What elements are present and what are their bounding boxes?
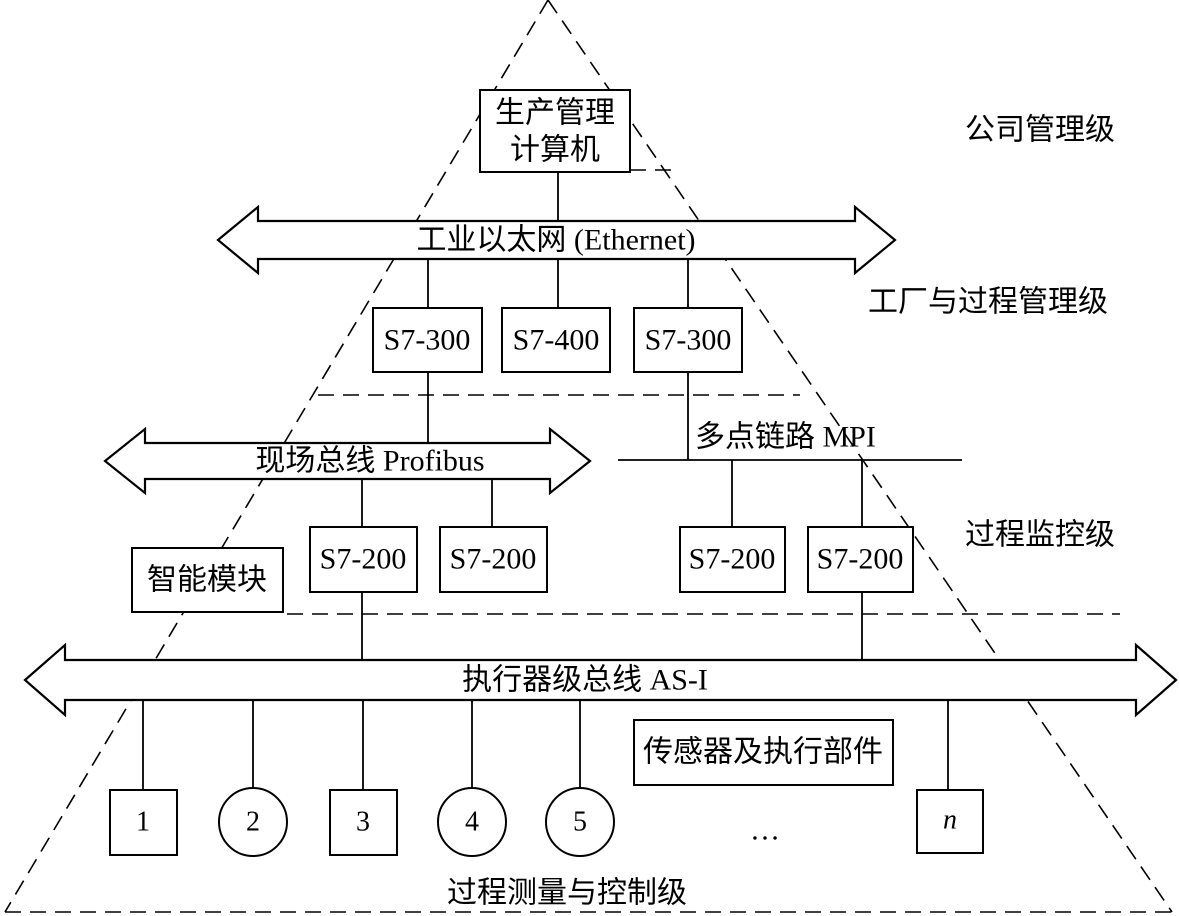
plant-controller-label: S7-300 (645, 324, 732, 357)
device-circle (218, 787, 288, 857)
supervisory-controller-label: S7-200 (450, 543, 537, 576)
asi-bus-arrow (23, 642, 1178, 718)
device-square (916, 789, 984, 854)
supervisory-controller-label: S7-200 (689, 543, 776, 576)
sensors-actuators-frame (633, 719, 894, 786)
sensors-actuators-label: 传感器及执行部件 (643, 736, 883, 769)
device-label: 5 (573, 807, 587, 838)
plant-controller-s7-300-b: S7-300 (633, 307, 743, 373)
profibus-bus: 现场总线 Profibus (103, 426, 592, 496)
sensors-actuators-box: 传感器及执行部件 (633, 719, 894, 786)
ethernet-bus-label: 工业以太网 (Ethernet) (416, 224, 695, 257)
profibus-bus-label: 现场总线 Profibus (255, 445, 484, 478)
asi-bus: 执行器级总线 AS-I (23, 642, 1178, 718)
mpi-controller-s7-200-c: S7-200 (679, 526, 786, 593)
mpi-bus-label: 多点链路 MPI (695, 421, 876, 454)
plant-controller-frame (633, 307, 743, 373)
plant-controller-s7-300-a: S7-300 (372, 307, 483, 373)
field-device-n: n (916, 789, 984, 854)
supervisory-controller-frame (309, 526, 418, 593)
device-ellipsis: … (750, 814, 780, 847)
plant-controller-label: S7-400 (513, 324, 600, 357)
smart-module-frame (131, 547, 284, 613)
management-computer-label-line2: 计算机 (510, 134, 600, 167)
supervisory-controller-frame (807, 526, 914, 593)
profibus-controller-s7-200-a: S7-200 (309, 526, 418, 593)
field-device-5: 5 (545, 787, 615, 857)
plant-controller-label: S7-300 (384, 324, 471, 357)
management-computer-label-line1: 生产管理 (495, 97, 615, 130)
level-label-supervisory: 过程监控级 (965, 519, 1115, 552)
ethernet-bus: 工业以太网 (Ethernet) (216, 204, 897, 276)
ethernet-bus-arrow (216, 204, 897, 276)
device-square (109, 789, 178, 856)
supervisory-controller-label: S7-200 (817, 543, 904, 576)
level-label-field: 过程测量与控制级 (447, 877, 687, 910)
field-device-1: 1 (109, 789, 178, 856)
mpi-controller-s7-200-d: S7-200 (807, 526, 914, 593)
field-device-3: 3 (329, 789, 398, 856)
device-square (329, 789, 398, 856)
profibus-bus-arrow (103, 426, 592, 496)
supervisory-controller-frame (679, 526, 786, 593)
device-circle (437, 787, 507, 857)
field-devices: 1 2 3 4 5 … n (109, 787, 984, 857)
smart-module-box: 智能模块 (131, 547, 284, 613)
device-label: n (943, 805, 957, 836)
asi-bus-label: 执行器级总线 AS-I (462, 664, 708, 697)
field-device-4: 4 (437, 787, 507, 857)
profibus-controller-s7-200-b: S7-200 (439, 526, 548, 593)
level-label-plant-process: 工厂与过程管理级 (868, 286, 1108, 319)
management-computer-frame (479, 89, 631, 173)
plant-controller-s7-400: S7-400 (501, 307, 611, 373)
device-label: 2 (246, 807, 260, 838)
connector-lines (142, 172, 962, 790)
plant-controller-frame (372, 307, 483, 373)
pyramid-right-edge (547, 0, 1173, 913)
device-label: 4 (465, 807, 479, 838)
smart-module-label: 智能模块 (147, 564, 267, 597)
plant-controller-frame (501, 307, 611, 373)
supervisory-controller-frame (439, 526, 548, 593)
device-label: 3 (356, 807, 370, 838)
level-label-company: 公司管理级 (965, 114, 1115, 147)
device-label: 1 (136, 807, 150, 838)
field-device-2: 2 (218, 787, 288, 857)
device-circle (545, 787, 615, 857)
management-computer-box: 生产管理 计算机 (479, 89, 631, 173)
supervisory-controller-label: S7-200 (320, 543, 407, 576)
